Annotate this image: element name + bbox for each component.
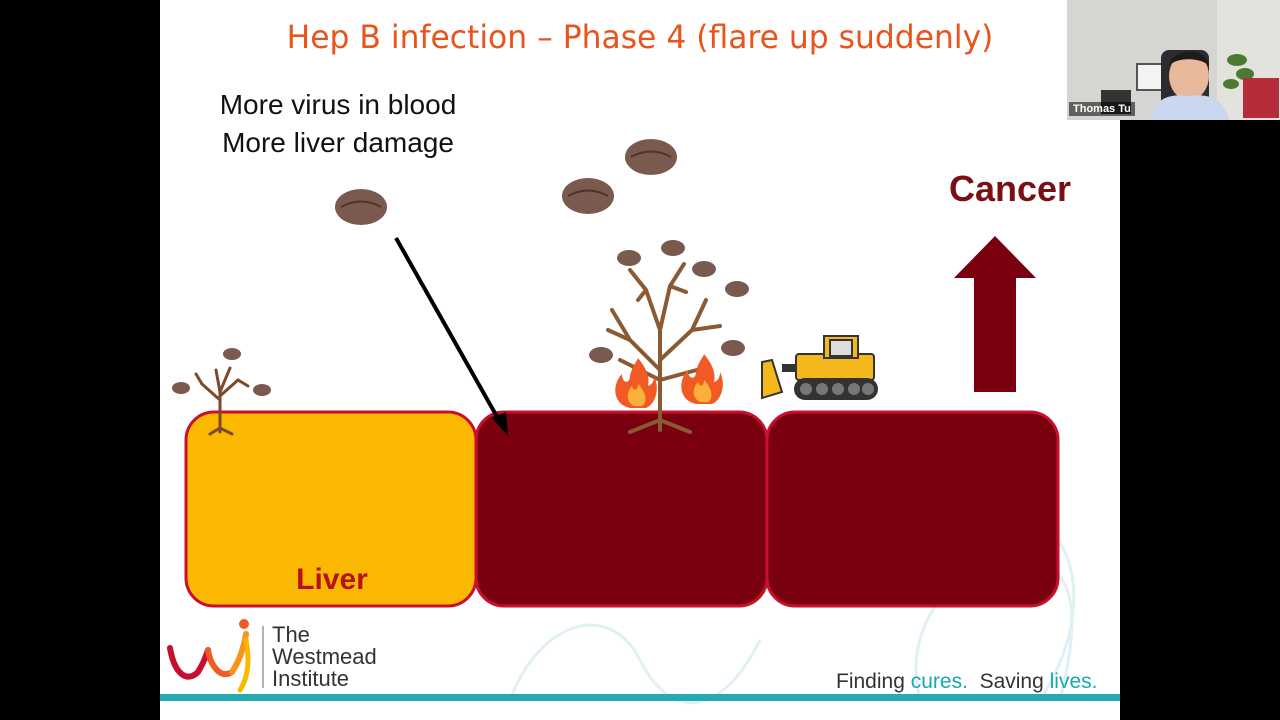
liver-block-damaged-2 — [765, 410, 1060, 608]
caption-line-damage: More liver damage — [222, 127, 454, 158]
tagline-cures: cures. — [910, 670, 968, 693]
institute-name: The Westmead Institute — [272, 624, 377, 690]
tagline-lives: lives. — [1049, 670, 1098, 693]
webcam-video — [1067, 0, 1280, 120]
presentation-slide: Hep B infection – Phase 4 (flare up sudd… — [160, 0, 1120, 720]
liver-block-damaged-1 — [474, 410, 769, 608]
caption: More virus in blood More liver damage — [198, 86, 478, 162]
fire-icon-left — [615, 358, 657, 408]
cancer-label: Cancer — [948, 168, 1072, 209]
westmead-logo-icon — [167, 619, 251, 693]
virus-particles-floating — [335, 139, 677, 225]
virus-particles-tree — [589, 240, 749, 363]
tagline-part-3: Saving — [967, 670, 1050, 693]
slide-title: Hep B infection – Phase 4 (flare up sudd… — [286, 18, 994, 56]
tagline-part-1: Finding — [836, 670, 911, 693]
caption-line-virus: More virus in blood — [219, 89, 457, 120]
liver-label: Liver — [296, 563, 368, 596]
tagline: Finding cures. Saving lives. — [836, 670, 1097, 694]
webcam-thumbnail[interactable]: Thomas Tu — [1067, 0, 1280, 120]
burning-tree-icon — [606, 262, 722, 434]
virus-particles-small-tree — [172, 348, 271, 396]
participant-name: Thomas Tu — [1069, 102, 1135, 116]
logo-line-westmead: Westmead — [272, 644, 377, 669]
logo-line-the: The — [272, 622, 310, 647]
logo-line-institute: Institute — [272, 666, 350, 691]
infection-arrow — [394, 237, 508, 436]
bulldozer-icon — [761, 335, 878, 400]
fire-icon-right — [681, 354, 723, 404]
slide-illustration — [167, 139, 1076, 705]
cancer-arrow — [954, 236, 1036, 392]
small-tree-icon — [194, 366, 250, 436]
footer-bar — [160, 694, 1120, 701]
